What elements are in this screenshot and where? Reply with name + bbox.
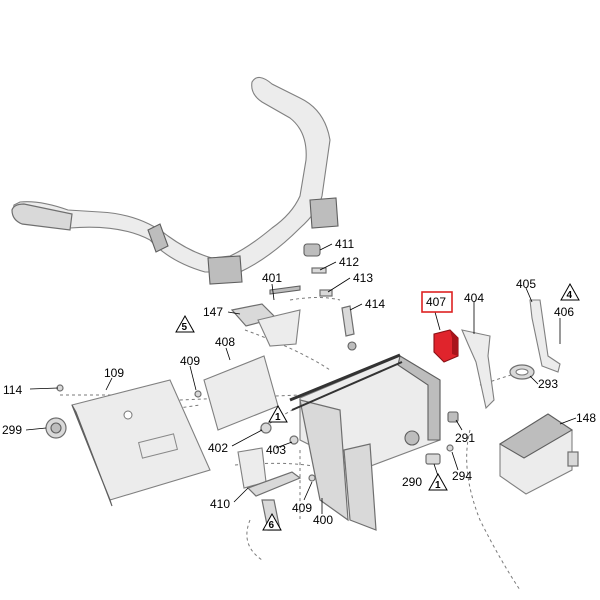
parts-411-414: [303, 243, 357, 351]
part-147-lever: [230, 285, 301, 347]
callout-405: 405: [516, 277, 536, 291]
callout-413: 413: [353, 271, 373, 285]
part-405-bracket: [529, 299, 561, 373]
callout-290: 290: [402, 475, 422, 489]
callout-409-a: 409: [180, 354, 200, 368]
callout-403: 403: [266, 443, 286, 457]
part-404-bracket: [461, 329, 495, 410]
part-109-plate: [71, 379, 211, 507]
callout-407[interactable]: 407: [426, 295, 446, 309]
handlebar: [11, 76, 339, 285]
note-symbols: 5 1 1 4 6: [175, 282, 580, 531]
part-407-highlighted[interactable]: [433, 329, 459, 363]
svg-text:6: 6: [269, 520, 275, 531]
callout-411: 411: [335, 237, 354, 251]
callout-299: 299: [2, 423, 22, 437]
note-symbol-4: 4: [560, 282, 580, 301]
svg-text:4: 4: [567, 290, 573, 301]
highlight-box-407: [421, 291, 453, 313]
callout-414: 414: [365, 297, 385, 311]
callout-412: 412: [339, 255, 359, 269]
callout-400: 400: [313, 513, 333, 527]
note-symbol-6: 6: [262, 512, 282, 531]
note-symbol-1b: 1: [428, 472, 448, 491]
parts-290-291-294: [425, 411, 459, 465]
part-400-frame: [289, 353, 441, 531]
callout-291: 291: [455, 431, 475, 445]
callout-404: 404: [464, 291, 484, 305]
callout-109: 109: [104, 366, 124, 380]
svg-text:1: 1: [435, 480, 441, 491]
svg-text:5: 5: [182, 322, 188, 333]
callout-408: 408: [215, 335, 235, 349]
callout-294: 294: [452, 469, 472, 483]
callout-labels: 114 109 299 409 408 147 401 411 412 413 …: [2, 237, 596, 527]
callout-293: 293: [538, 377, 558, 391]
callout-114: 114: [3, 383, 22, 397]
part-293-ring: [509, 364, 535, 380]
callout-401: 401: [262, 271, 282, 285]
small-fasteners: [56, 384, 316, 482]
callout-147: 147: [203, 305, 223, 319]
callout-148: 148: [576, 411, 596, 425]
note-symbol-1: 1: [268, 404, 288, 423]
callout-409-b: 409: [292, 501, 312, 515]
note-symbol-5: 5: [175, 314, 195, 333]
callout-402: 402: [208, 441, 228, 455]
svg-text:1: 1: [275, 412, 281, 423]
part-148-module: [498, 413, 579, 495]
leader-lines: [25, 243, 577, 514]
callout-410: 410: [210, 497, 230, 511]
callout-406: 406: [554, 305, 574, 319]
part-408-plate: [203, 355, 279, 431]
part-299-grommet: [45, 417, 67, 439]
